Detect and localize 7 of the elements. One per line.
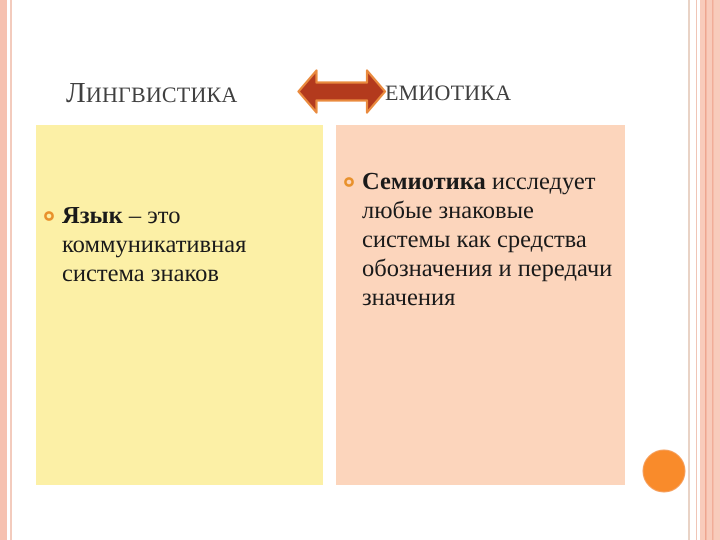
double-arrow bbox=[297, 69, 386, 114]
bullet-text: Язык – это коммуникативная система знаков bbox=[62, 201, 248, 288]
bullet-text: Семиотика исследует любые знаковые системы как средства обозначения и передачи значения bbox=[362, 167, 614, 312]
text-panel bbox=[336, 125, 625, 485]
column-heading: ЕМИОТИКА bbox=[385, 80, 512, 106]
text-panel bbox=[36, 125, 323, 485]
column-heading: ЛИНГВИСТИКА bbox=[66, 80, 238, 108]
